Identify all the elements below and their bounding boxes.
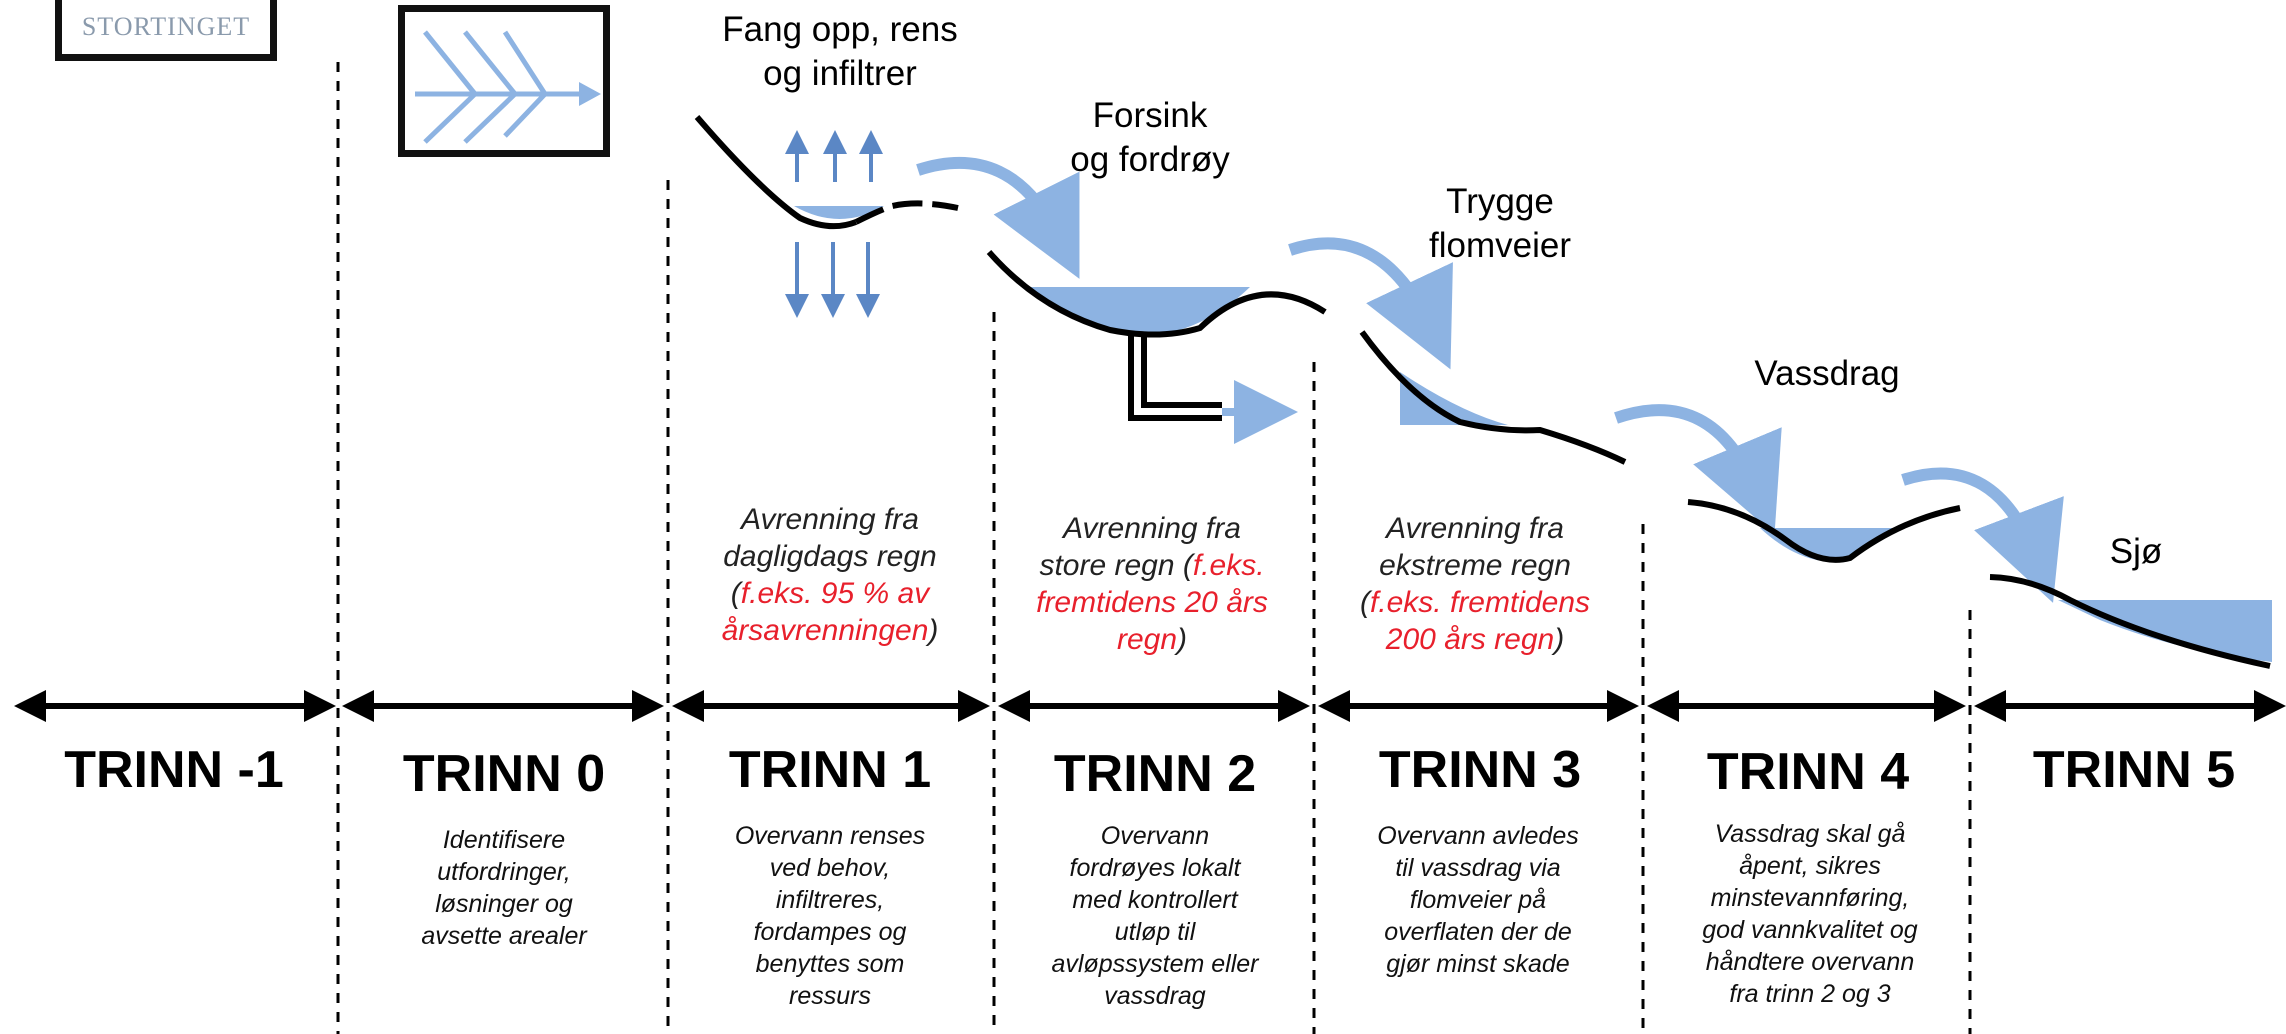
runoff-daily-line3: (f.eks. 95 % av (730, 577, 930, 610)
herringbone-icon-box (398, 5, 610, 157)
step-title-2: TRINN 2 (1053, 745, 1257, 803)
step-title-3: TRINN 3 (1378, 741, 1582, 799)
outlet-pipe (1128, 334, 1222, 421)
runoff-daily: Avrenning fra dagligdags regn (f.eks. 95… (680, 501, 980, 649)
terrain-stage-5 (1989, 574, 2272, 669)
label-catch-line1: Fang opp, rens (722, 10, 958, 49)
terrain-stage-1 (694, 115, 959, 318)
step-title-1: TRINN 1 (728, 741, 932, 799)
step-title-4: TRINN 4 (1706, 743, 1910, 801)
runoff-daily-line4: årsavrenningen) (721, 614, 939, 647)
label-flood: Trygge flomveier (1380, 180, 1620, 268)
range-arrow-5 (1974, 690, 2286, 722)
flow-arrow-3 (1614, 404, 1782, 535)
label-catch-line2: og infiltrer (763, 54, 917, 93)
water-pool-1 (794, 206, 884, 219)
step-title-0: TRINN 0 (402, 745, 606, 803)
runoff-large-line3: fremtidens 20 års (1036, 586, 1268, 619)
stage-dividers (336, 62, 1972, 1034)
range-arrow-2 (998, 690, 1310, 722)
runoff-extreme: Avrenning fra ekstreme regn (f.eks. frem… (1325, 510, 1625, 658)
terrain-stage-3 (1359, 330, 1627, 465)
runoff-daily-line1: Avrenning fra (741, 503, 919, 536)
step-title-5: TRINN 5 (2032, 741, 2236, 799)
label-catch: Fang opp, rens og infiltrer (690, 8, 990, 96)
range-arrow-minus1 (14, 690, 336, 722)
runoff-extreme-line3: (f.eks. fremtidens (1359, 586, 1591, 619)
label-delay-line2: og fordrøy (1070, 140, 1230, 179)
herringbone-icon (415, 30, 601, 144)
runoff-large-line1: Avrenning fra (1063, 512, 1241, 545)
infiltration-arrows (785, 242, 880, 318)
flow-arrow-4 (1901, 467, 2064, 603)
logo-text: STORTINGET (81, 12, 251, 41)
label-flood-line1: Trygge (1446, 182, 1554, 221)
flow-arrow-1 (916, 156, 1080, 279)
detention-basin-water (1030, 287, 1250, 336)
runoff-extreme-line4: 200 års regn) (1385, 623, 1565, 656)
label-delay-line1: Forsink (1092, 96, 1208, 135)
label-delay: Forsink og fordrøy (1020, 94, 1280, 182)
runoff-large-line2: store regn (f.eks. (1039, 549, 1265, 582)
flow-arrow-2 (1288, 237, 1453, 370)
runoff-extreme-line2: ekstreme regn (1379, 549, 1571, 582)
step-title-minus1: TRINN -1 (64, 741, 284, 799)
label-stream: Vassdrag (1754, 354, 1900, 393)
terrain-stage-2 (986, 250, 1327, 444)
runoff-large: Avrenning fra store regn (f.eks. fremtid… (1002, 510, 1302, 658)
runoff-daily-line2: dagligdags regn (723, 540, 937, 573)
stortinget-logo: STORTINGET (55, 0, 277, 61)
range-arrow-0 (342, 690, 664, 722)
flood-path-water (1400, 372, 1508, 425)
range-arrow-4 (1647, 690, 1966, 722)
runoff-extreme-line1: Avrenning fra (1386, 512, 1564, 545)
evaporation-arrows (785, 130, 883, 182)
step-range-arrows (14, 690, 2286, 722)
range-arrow-3 (1318, 690, 1639, 722)
stream-water (1760, 528, 1898, 561)
terrain-stage-4 (1687, 499, 1961, 563)
range-arrow-1 (672, 690, 990, 722)
label-sea: Sjø (2109, 532, 2163, 571)
runoff-large-line4: regn) (1116, 623, 1188, 656)
label-flood-line2: flomveier (1429, 226, 1571, 265)
